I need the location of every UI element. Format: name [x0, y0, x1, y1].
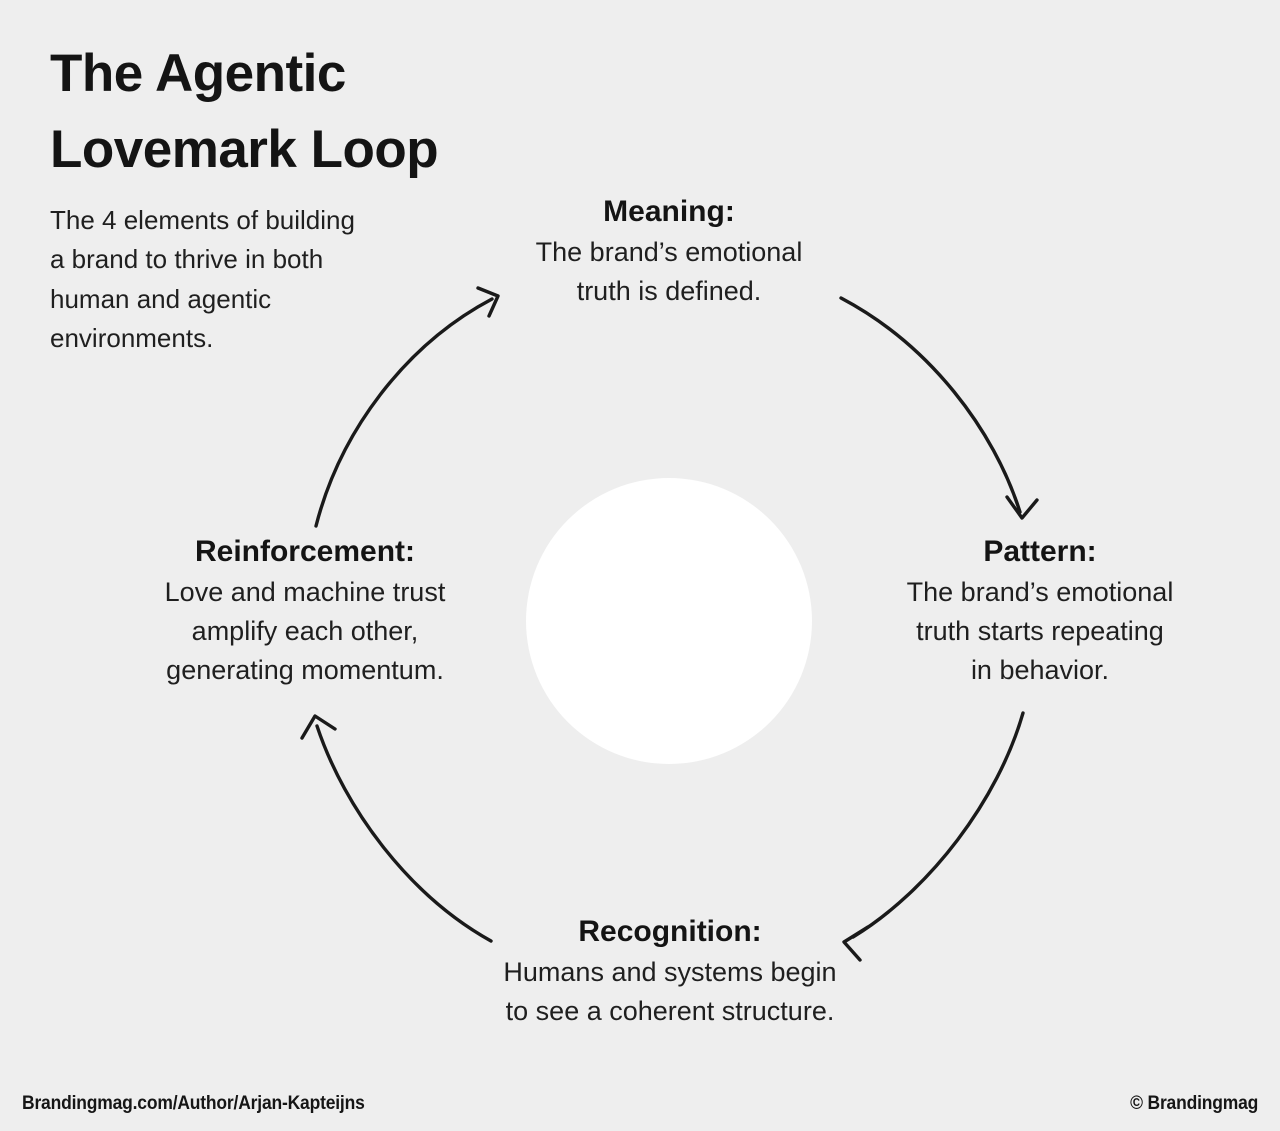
page-title: The Agentic Lovemark Loop [50, 44, 439, 180]
arrow-reinforcement-to-meaning [314, 286, 500, 528]
stage-pattern-description: The brand’s emotional truth starts repea… [906, 577, 1174, 686]
stage-meaning-description: The brand’s emotional truth is defined. [535, 237, 803, 307]
stage-reinforcement: Reinforcement: Love and machine trust am… [110, 533, 500, 690]
arrow-pattern-to-recognition [842, 711, 1025, 962]
stage-meaning: Meaning: The brand’s emotional truth is … [449, 193, 889, 311]
footer: Brandingmag.com/Author/Arjan-Kapteijns ©… [0, 1077, 1280, 1131]
stage-recognition-title: Recognition: [578, 915, 762, 948]
center-circle [526, 478, 812, 764]
stage-pattern-title: Pattern: [983, 535, 1097, 568]
arrow-meaning-to-pattern [839, 296, 1039, 520]
arrow-recognition-to-reinforcement [300, 714, 493, 943]
stage-reinforcement-title: Reinforcement: [194, 535, 416, 568]
page-subtitle: The 4 elements of building a brand to th… [50, 204, 355, 354]
stage-reinforcement-description: Love and machine trust amplify each othe… [164, 577, 446, 686]
stage-pattern: Pattern: The brand’s emotional truth sta… [855, 533, 1225, 690]
header-block: The Agentic Lovemark Loop The 4 elements… [50, 36, 470, 359]
stage-meaning-title: Meaning: [603, 195, 735, 228]
stage-recognition: Recognition: Humans and systems begin to… [440, 913, 900, 1031]
footer-source-link[interactable]: Brandingmag.com/Author/Arjan-Kapteijns [22, 1093, 365, 1114]
footer-copyright: © Brandingmag [1129, 1093, 1258, 1114]
stage-recognition-description: Humans and systems begin to see a cohere… [503, 957, 837, 1027]
